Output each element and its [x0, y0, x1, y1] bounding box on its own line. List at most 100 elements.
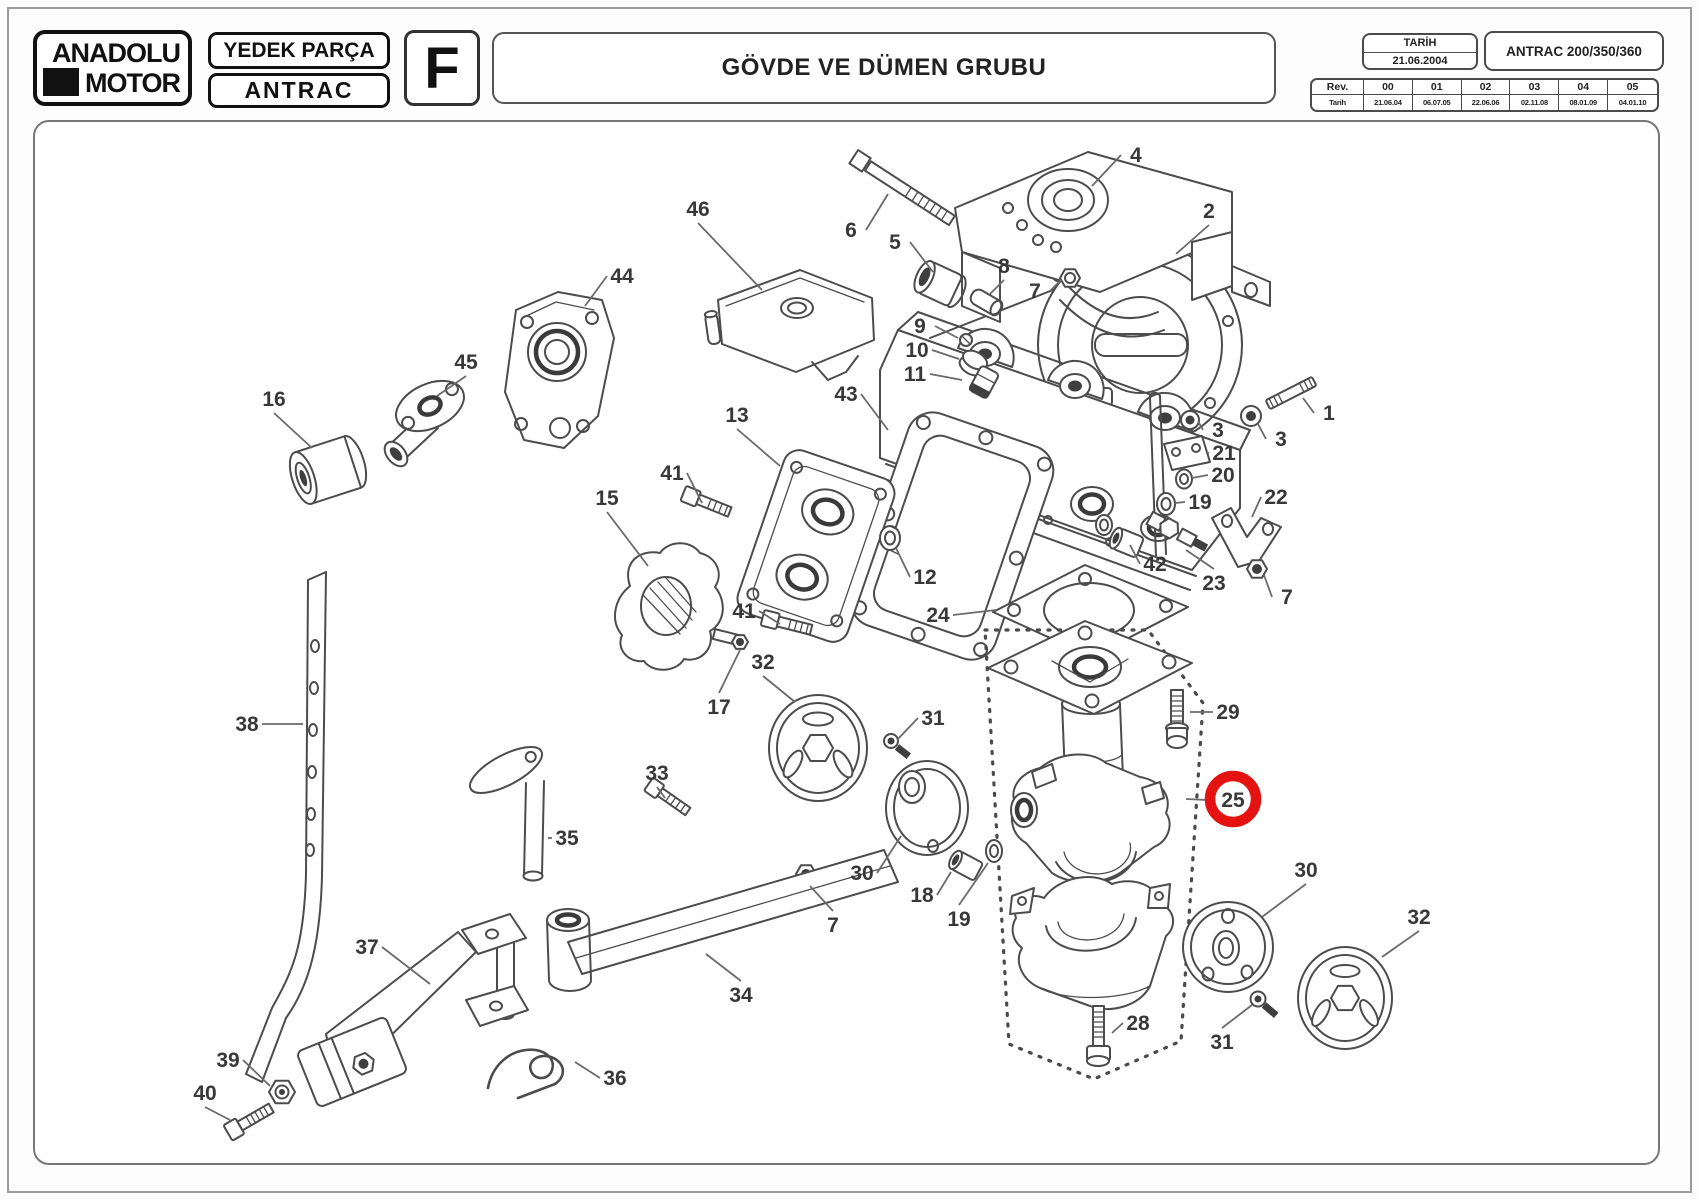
callout-19: 19: [1174, 491, 1212, 514]
callout-number: 9: [914, 315, 926, 338]
callout-number: 2: [1203, 200, 1215, 223]
date-label: TARİH: [1364, 35, 1476, 53]
callout-5: 5: [889, 231, 934, 273]
leader-line: [718, 649, 741, 694]
callout-number: 18: [910, 884, 934, 907]
part-bracket-46: [703, 269, 875, 381]
callout-28: 28: [1111, 1012, 1150, 1035]
callout-32: 32: [751, 651, 796, 703]
leader-line: [876, 835, 902, 874]
leader-line: [686, 472, 703, 504]
leader-line: [1175, 224, 1210, 255]
part-bolt-28: [1086, 1005, 1111, 1067]
callout-40: 40: [193, 1082, 231, 1121]
callout-number: 44: [610, 265, 634, 288]
callout-number: 17: [707, 696, 730, 719]
rev-00: 00: [1364, 80, 1413, 95]
callout-33: 33: [645, 762, 669, 799]
leader-line: [697, 222, 763, 291]
leader-line: [381, 946, 431, 985]
tarih-05: 04.01.10: [1618, 98, 1647, 107]
part-disc-32b: [1297, 946, 1393, 1050]
part-steering-column-25: [987, 620, 1193, 1011]
highlight-ring: [1204, 770, 1262, 828]
leader-line: [1197, 420, 1204, 431]
logo-black-square: [43, 68, 79, 96]
rev-05: 05: [1608, 80, 1657, 95]
callout-24: 24: [926, 604, 997, 627]
callout-number: 30: [1294, 859, 1317, 882]
callout-number: 3: [1212, 419, 1224, 442]
part-ring-and-plug-42: [1095, 514, 1144, 558]
part-flange-44: [504, 291, 615, 449]
callout-29: 29: [1190, 701, 1240, 724]
leader-line: [1381, 930, 1420, 958]
leader-line: [656, 786, 666, 799]
callout-32: 32: [1381, 906, 1431, 958]
callout-number: 21: [1212, 442, 1236, 465]
part-disc-30a: [885, 760, 969, 856]
callout-number: 7: [827, 914, 839, 937]
rev-04: 04: [1559, 80, 1609, 95]
callout-18: 18: [910, 871, 952, 907]
part-vent-stack-9-10-11: [958, 333, 999, 400]
leader-line: [1049, 279, 1062, 292]
part-bolt-41a: [679, 485, 733, 518]
logo-text: ANADOLU MOTOR: [52, 38, 181, 98]
leader-line: [1091, 154, 1122, 187]
leader-line: [860, 393, 889, 431]
part-stud-nut-17: [731, 634, 749, 650]
callout-38: 38: [235, 713, 303, 736]
anadolu-motor-logo: ANADOLU MOTOR: [33, 30, 192, 106]
callout-30: 30: [850, 835, 902, 885]
part-ring-20: [1175, 468, 1193, 490]
callout-number: 33: [645, 762, 668, 785]
part-top-bracket-4: [954, 151, 1271, 338]
part-nut-39: [268, 1079, 296, 1105]
tarih-header: Tarih: [1312, 95, 1364, 110]
tarih-04: 08.01.09: [1559, 95, 1609, 110]
leader-line: [574, 1061, 601, 1079]
callout-41: 41: [732, 600, 781, 625]
callout-number: 24: [926, 604, 950, 627]
leader-line: [1185, 549, 1215, 570]
callout-30: 30: [1261, 859, 1318, 918]
callout-3: 3: [1197, 419, 1224, 442]
tarih-02: 22.06.06: [1462, 95, 1511, 110]
callout-11: 11: [904, 363, 963, 386]
page-border: [7, 7, 1692, 1193]
part-lever-arm-37: [297, 913, 529, 1107]
rev-03: 03: [1510, 80, 1560, 95]
tarih-01: 06.07.05: [1413, 95, 1462, 110]
leader-line: [736, 428, 781, 467]
part-bushing-5: [913, 260, 967, 308]
callout-13: 13: [725, 404, 781, 467]
leader-line: [242, 1059, 271, 1087]
part-nut-7a: [1059, 268, 1081, 288]
callout-41: 41: [660, 462, 703, 504]
callout-21: 21: [1206, 442, 1236, 465]
callout-7: 7: [809, 885, 839, 937]
leader-line: [896, 717, 919, 741]
callout-34: 34: [705, 953, 753, 1007]
rev-01: 01: [1412, 80, 1462, 95]
callout-2: 2: [1175, 200, 1215, 255]
leader-line: [989, 279, 1005, 295]
antrac-badge: ANTRAC: [208, 73, 390, 108]
date-box: TARİH 21.06.2004: [1362, 33, 1478, 70]
leader-line: [1206, 451, 1210, 454]
leader-line: [1111, 1022, 1124, 1034]
leader-line: [606, 511, 649, 567]
leader-line: [204, 1106, 231, 1121]
callout-37: 37: [355, 936, 431, 985]
leader-line: [934, 325, 959, 339]
leader-line: [909, 241, 934, 273]
rev-02: 02: [1461, 80, 1511, 95]
callout-15: 15: [595, 487, 649, 567]
callout-number: 32: [1407, 906, 1430, 929]
callout-44: 44: [584, 265, 634, 307]
callout-31: 31: [1210, 1004, 1253, 1054]
callout-number: 39: [216, 1049, 239, 1072]
